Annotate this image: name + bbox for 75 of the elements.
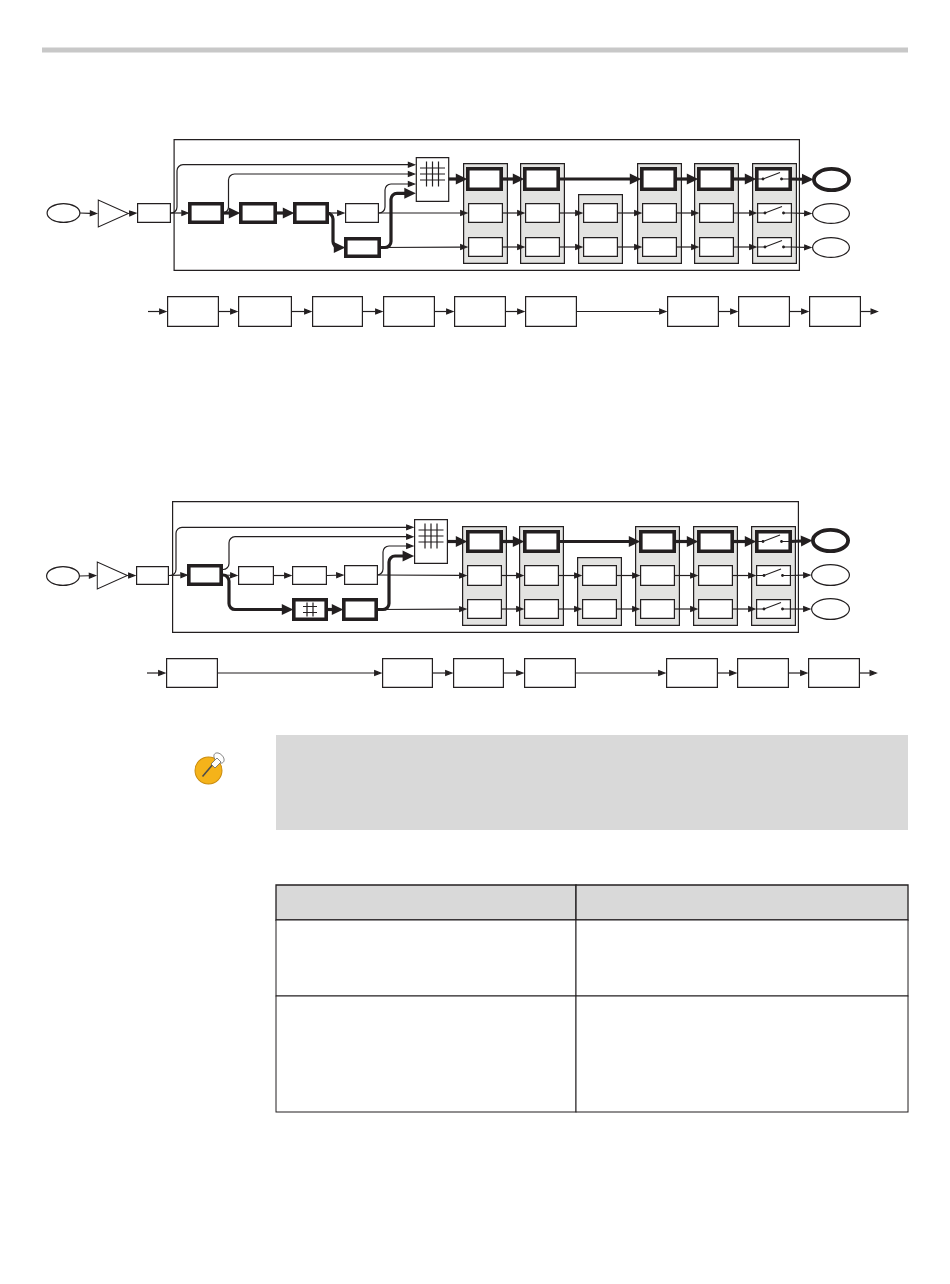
thick-process-box [523, 167, 560, 191]
process-box [582, 599, 617, 619]
process-box [136, 566, 169, 585]
process-box [756, 565, 791, 586]
thick-process-box [293, 202, 329, 224]
amplifier-triangle [96, 561, 128, 590]
group-frame [173, 139, 800, 271]
input-ellipse [46, 203, 81, 223]
process-box [137, 203, 171, 223]
output-ellipse [812, 237, 850, 258]
process-box [757, 237, 792, 257]
thick-process-box [755, 530, 792, 553]
thick-process-box [239, 202, 277, 224]
process-box [666, 658, 718, 688]
process-box [468, 237, 503, 257]
process-box [756, 599, 791, 619]
process-box [467, 565, 502, 586]
process-box [453, 658, 504, 688]
process-box [699, 237, 734, 257]
process-box [166, 658, 218, 688]
process-box [738, 296, 790, 327]
process-box [524, 599, 559, 619]
process-box [167, 296, 219, 327]
process-box [808, 658, 860, 688]
thick-process-box [697, 530, 734, 553]
process-box [525, 296, 577, 327]
process-box [583, 237, 618, 257]
process-box [382, 658, 433, 688]
process-box [642, 203, 677, 223]
thick-process-box [523, 530, 560, 553]
process-box [524, 565, 559, 586]
group-frame [172, 501, 799, 633]
process-box [292, 566, 327, 585]
amplifier-triangle [97, 199, 129, 228]
output-ellipse [811, 528, 850, 553]
process-box [757, 203, 792, 223]
output-ellipse [812, 203, 850, 224]
process-box [642, 237, 677, 257]
process-box [454, 296, 506, 327]
process-box [525, 203, 560, 223]
thick-process-box [292, 598, 328, 621]
process-box [809, 296, 861, 327]
process-box [524, 658, 576, 688]
process-box [238, 296, 292, 327]
process-box [345, 203, 379, 223]
thick-process-box [344, 237, 381, 258]
process-box [525, 237, 560, 257]
process-box [737, 658, 789, 688]
thick-process-box [466, 167, 503, 191]
thick-process-box [697, 167, 734, 191]
process-box [698, 565, 733, 586]
thick-process-box [466, 530, 503, 553]
process-box [383, 296, 435, 327]
process-box [238, 566, 274, 585]
process-box [468, 203, 503, 223]
process-box [698, 599, 733, 619]
thick-process-box [187, 564, 223, 586]
thick-process-box [639, 530, 676, 553]
output-ellipse [811, 564, 850, 586]
process-box [699, 203, 734, 223]
process-box [344, 565, 378, 585]
process-box [640, 599, 675, 619]
thick-process-box [640, 167, 677, 191]
process-box [667, 296, 719, 327]
process-box [467, 599, 502, 619]
thick-process-box [342, 598, 378, 621]
input-ellipse [46, 566, 80, 586]
thick-process-box [188, 202, 224, 224]
process-box [583, 203, 618, 223]
thick-process-box [755, 167, 792, 191]
output-ellipse [811, 598, 850, 620]
process-box [312, 296, 363, 327]
process-box [582, 565, 617, 586]
process-box [640, 565, 675, 586]
output-ellipse [812, 167, 851, 192]
